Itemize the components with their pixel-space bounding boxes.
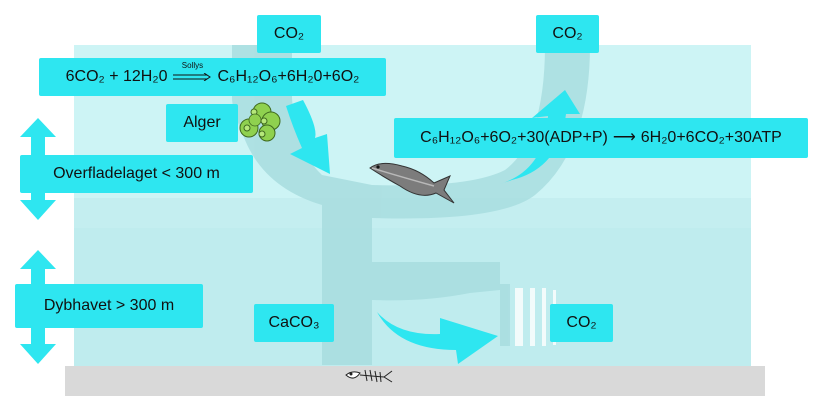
arrow-to-deep-co2 bbox=[377, 312, 498, 364]
arrow-down-to-fish bbox=[286, 100, 330, 174]
reaction-arrow-icon: ⟶ bbox=[612, 129, 636, 146]
fish-icon bbox=[369, 162, 455, 204]
algae-label: Alger bbox=[166, 104, 238, 142]
seabed bbox=[65, 366, 765, 396]
caco3-label: CaCO₃ bbox=[254, 304, 334, 342]
photosynthesis-reactants: 6CO₂ + 12H₂0 bbox=[65, 68, 168, 85]
algae-cells-icon bbox=[239, 102, 281, 142]
photosynthesis-products: C₆H₁₂O₆+6H₂0+6O₂ bbox=[217, 68, 360, 85]
deep-sea-label: Dybhavet > 300 m bbox=[15, 284, 203, 328]
fish-skeleton-icon bbox=[345, 369, 393, 383]
sunlight-condition: Sollys bbox=[181, 61, 204, 70]
respiration-equation: C₆H₁₂O₆+6O₂+30(ADP+P) ⟶ 6H₂0+6CO₂+30ATP bbox=[394, 118, 808, 158]
reaction-arrow-icon: Sollys bbox=[173, 61, 212, 84]
surface-layer-label: Overfladelaget < 300 m bbox=[20, 155, 253, 193]
co2-label-deep: CO₂ bbox=[550, 304, 613, 342]
co2-label-top-left: CO₂ bbox=[257, 15, 321, 53]
arrow-up-to-co2 bbox=[500, 90, 580, 184]
respiration-reactants: C₆H₁₂O₆+6O₂+30(ADP+P) bbox=[420, 129, 608, 146]
photosynthesis-equation: 6CO₂ + 12H₂0 Sollys C₆H₁₂O₆+6H₂0+6O₂ bbox=[39, 58, 386, 96]
respiration-products: 6H₂0+6CO₂+30ATP bbox=[640, 129, 782, 146]
co2-label-top-right: CO₂ bbox=[536, 15, 599, 53]
